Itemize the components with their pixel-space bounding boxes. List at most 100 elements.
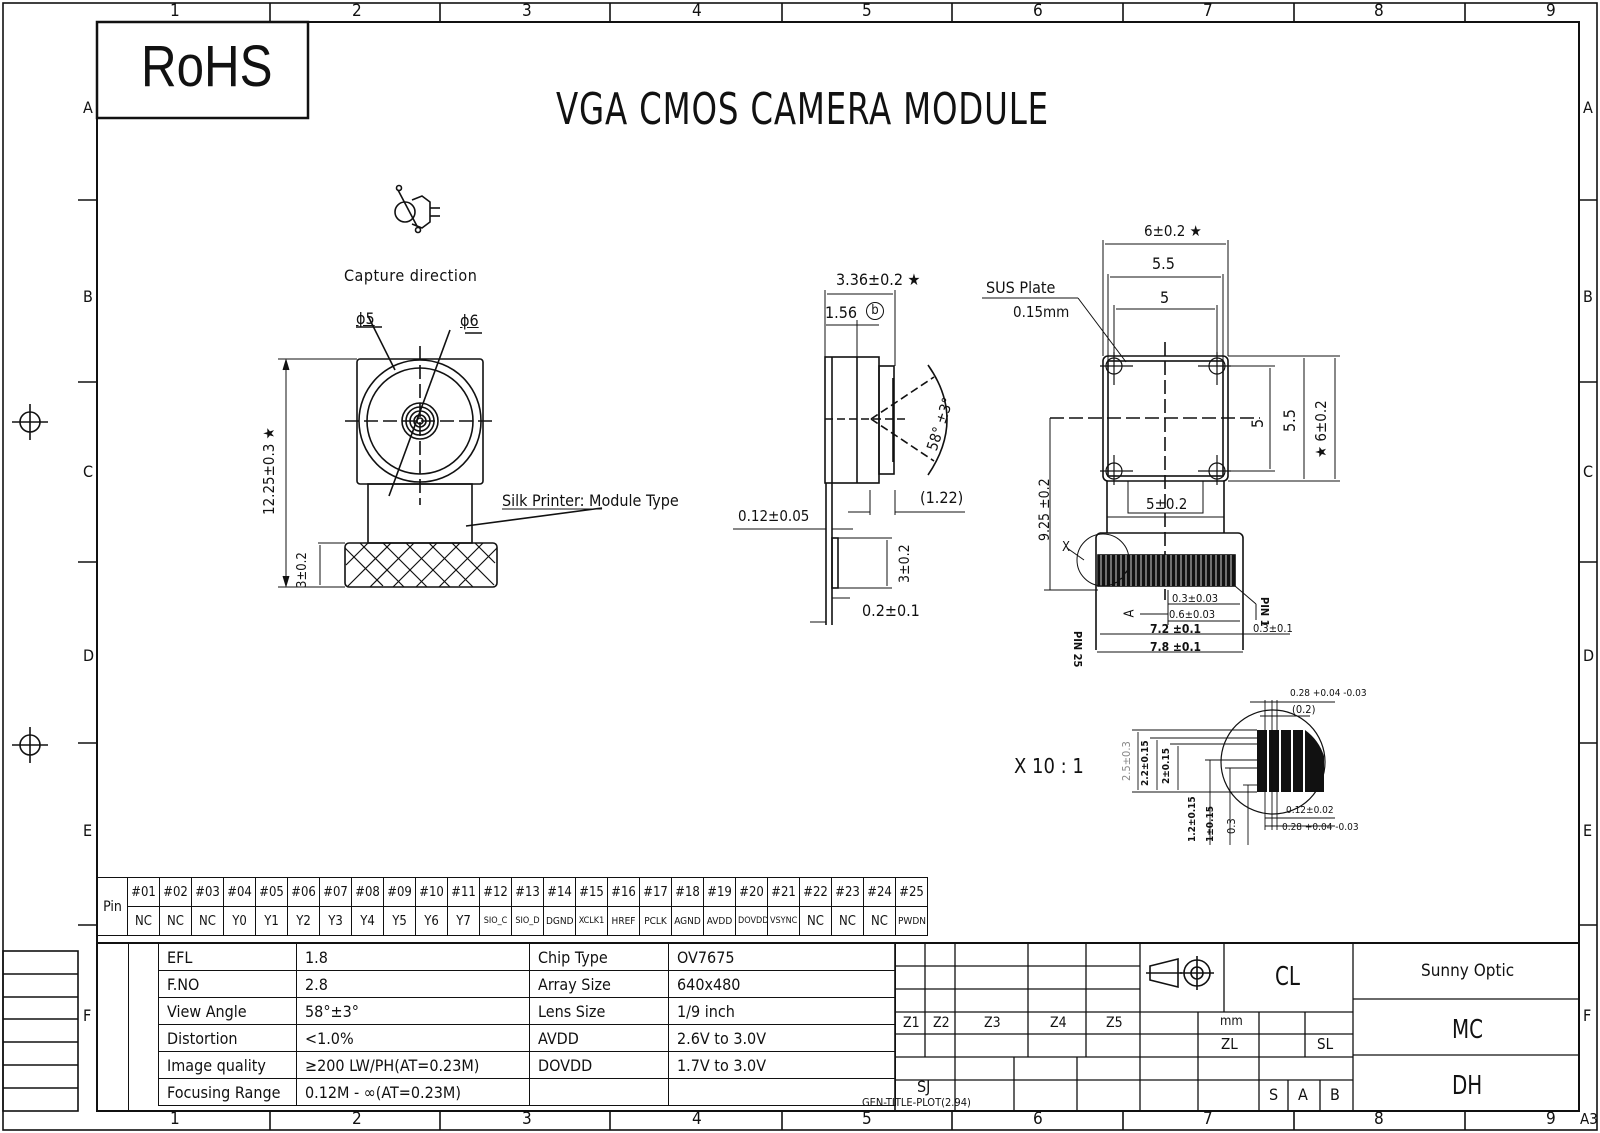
unit-label: mm (1220, 1014, 1243, 1029)
row-label: B (83, 287, 93, 306)
connector-dim-label: 3±0.2 (295, 552, 310, 588)
col-label: 2 (352, 1109, 362, 1129)
pin-signal: AVDD (703, 906, 736, 936)
spec-row: View Angle 58°±3° Lens Size 1/9 inch (158, 997, 896, 1025)
pin-num: #16 (607, 877, 640, 907)
row-label: D (83, 646, 95, 665)
col-label: 8 (1374, 1, 1384, 21)
stiffener-height-label: 3±0.2 (897, 544, 913, 583)
spec-row: Distortion <1.0% AVDD 2.6V to 3.0V (158, 1024, 896, 1052)
offset-label: (1.22) (920, 488, 964, 507)
pin-num: #08 (351, 877, 384, 907)
silk-printer-label: Silk Printer: Module Type (502, 491, 679, 510)
col-label: 3 (522, 1109, 532, 1129)
detail-top-dim: (0.2) (1292, 703, 1316, 716)
spec-row: EFL 1.8 Chip Type OV7675 (158, 943, 896, 971)
col-label: 6 (1033, 1, 1043, 21)
spec-key: F.NO (158, 970, 297, 998)
spec-key: Array Size (529, 970, 669, 998)
sus-thickness-label: 0.15mm (1013, 303, 1070, 321)
total-depth-label: 3.36±0.2 ★ (836, 270, 921, 289)
zone-label: Z3 (984, 1015, 1001, 1031)
edge-offset-label: 0.3±0.1 (1253, 622, 1293, 635)
spec-row: Focusing Range 0.12M - ∞(AT=0.23M) (158, 1078, 896, 1106)
mc-label: MC (1452, 1015, 1484, 1045)
detail-dim: 1±0.15 (1205, 806, 1216, 842)
pin-num: #07 (319, 877, 352, 907)
pin-signal: Y4 (351, 906, 384, 936)
pin-num: #24 (863, 877, 896, 907)
row-label: A (83, 98, 93, 117)
scale-b-label: B (1330, 1085, 1340, 1104)
pin-num: #21 (767, 877, 800, 907)
pin-num: #12 (479, 877, 512, 907)
pin-signal: VSYNC (767, 906, 800, 936)
pin-signal: HREF (607, 906, 640, 936)
pin-num: #10 (415, 877, 448, 907)
detail-scale-label: X 10 : 1 (1014, 754, 1084, 778)
spec-key: Lens Size (529, 997, 669, 1025)
pin-num: #02 (159, 877, 192, 907)
pin-num: #15 (575, 877, 608, 907)
pin-num: #14 (543, 877, 576, 907)
width-inner-label: 5 (1160, 288, 1170, 307)
plot-tag: GEN-TITLE-PLOT(2.94) (862, 1096, 971, 1109)
width-mid-label: 5.5 (1152, 254, 1175, 273)
scale-a-label: A (1298, 1085, 1308, 1104)
pin-num: #03 (191, 877, 224, 907)
stiffener-thickness-label: 0.2±0.1 (862, 601, 920, 620)
cl-label: CL (1275, 962, 1300, 992)
spec-value: 1.7V to 3.0V (668, 1051, 896, 1079)
detail-dim: 2.5±0.3 (1120, 741, 1133, 781)
pin-num: #22 (799, 877, 832, 907)
pin-num: #18 (671, 877, 704, 907)
detail-dim: 2.2±0.15 (1140, 740, 1151, 786)
spec-value: 2.8 (296, 970, 530, 998)
spec-value: ≥200 LW/PH(AT=0.23M) (296, 1051, 530, 1079)
col-label: 2 (352, 1, 362, 21)
height-dim-label: 12.25±0.3 ★ (260, 427, 278, 515)
pin-signal: XCLK1 (575, 906, 608, 936)
col-label: 8 (1374, 1109, 1384, 1129)
zone-label: Z2 (933, 1015, 950, 1031)
capture-direction-label: Capture direction (344, 266, 478, 285)
center-to-pin-label: 9.25 ±0.2 (1037, 478, 1053, 541)
dia-outer-label: ϕ6 (460, 311, 479, 330)
pin-signal: Y5 (383, 906, 416, 936)
spec-value: <1.0% (296, 1024, 530, 1052)
spec-row: F.NO 2.8 Array Size 640x480 (158, 970, 896, 998)
height-outer-label: ★ 6±0.2 (1312, 400, 1330, 458)
capture-direction-icon (392, 184, 393, 185)
width-outer-label: 6±0.2 ★ (1144, 222, 1202, 240)
pin-signal: DGND (543, 906, 576, 936)
pin-header: Pin (97, 877, 128, 936)
detail-dim: 1.2±0.15 (1187, 796, 1198, 842)
projection-symbol-icon (1144, 958, 1224, 988)
view-arrow-label: A (1122, 609, 1138, 618)
col-label: 1 (170, 1109, 180, 1129)
sj-label: SJ (917, 1077, 931, 1096)
pin-signal: AGND (671, 906, 704, 936)
pin-signal: NC (799, 906, 832, 936)
col-label: 6 (1033, 1109, 1043, 1129)
col-label: 5 (862, 1109, 872, 1129)
pin-signal: Y1 (255, 906, 288, 936)
detail-dim: 0.3 (1225, 818, 1238, 834)
fpc-width-label: 7.8 ±0.1 (1150, 640, 1202, 654)
zone-label: Z1 (903, 1015, 920, 1031)
sus-plate-label: SUS Plate (986, 278, 1056, 297)
spec-key: EFL (158, 943, 297, 971)
spec-value: 2.6V to 3.0V (668, 1024, 896, 1052)
spec-key: Image quality (158, 1051, 297, 1079)
spec-value: 58°±3° (296, 997, 530, 1025)
detail-top-dim: 0.28 +0.04 -0.03 (1290, 688, 1367, 699)
pin-num: #23 (831, 877, 864, 907)
spec-value: OV7675 (668, 943, 896, 971)
pin-num: #01 (127, 877, 160, 907)
spec-row: Image quality ≥200 LW/PH(AT=0.23M) DOVDD… (158, 1051, 896, 1079)
col-label: 9 (1546, 1109, 1556, 1129)
col-label: 7 (1203, 1, 1213, 21)
spec-value (668, 1078, 896, 1106)
pin-signal: NC (191, 906, 224, 936)
